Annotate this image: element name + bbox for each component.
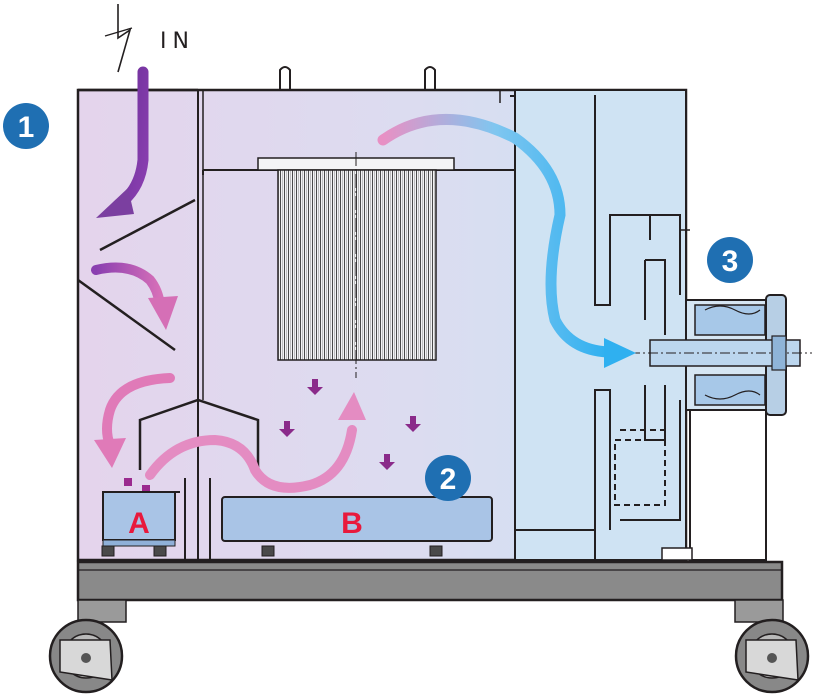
lifting-lug-right [424,66,436,90]
caster-wheel-left [48,599,127,694]
bin-b-caster [261,545,443,557]
flow-arrow-clean-air [377,114,614,358]
step-badge-2: 2 [425,455,471,501]
fan-motor [630,294,812,561]
baffle-lower [77,278,176,352]
bin-a: A [101,491,176,557]
inlet-label: IN [160,29,195,54]
bin-b-label: B [341,507,363,540]
dust-particles [124,478,150,493]
bin-a-label: A [128,507,150,540]
lifting-lug-left [279,66,291,90]
dust-arrow [379,454,395,470]
filter-cartridge [257,152,455,378]
dust-fall-arrows [279,379,421,470]
airflow [91,66,636,493]
bin-b: B [221,496,493,557]
flow-arrow-hopper [102,373,175,450]
dust-arrow [279,421,295,437]
motor-stand [689,409,767,561]
caster-wheel-right [734,599,810,694]
base-frame [76,560,784,602]
step-badge-3: 3 [707,237,753,283]
baffle-upper [99,198,196,252]
step-1-label: 1 [18,111,35,144]
dust-arrow [307,379,323,395]
inlet-break-icon [117,4,132,73]
bin-a-caster [101,545,167,557]
dust-arrow [405,416,421,432]
fan-chamber-internals [594,95,690,530]
flow-arrow-baffle [91,262,165,310]
step-badge-1: 1 [3,103,49,149]
step-2-label: 2 [440,463,457,496]
inlet-marker: IN [104,4,195,73]
flow-arrow-rise [145,425,357,493]
step-3-label: 3 [722,245,739,278]
